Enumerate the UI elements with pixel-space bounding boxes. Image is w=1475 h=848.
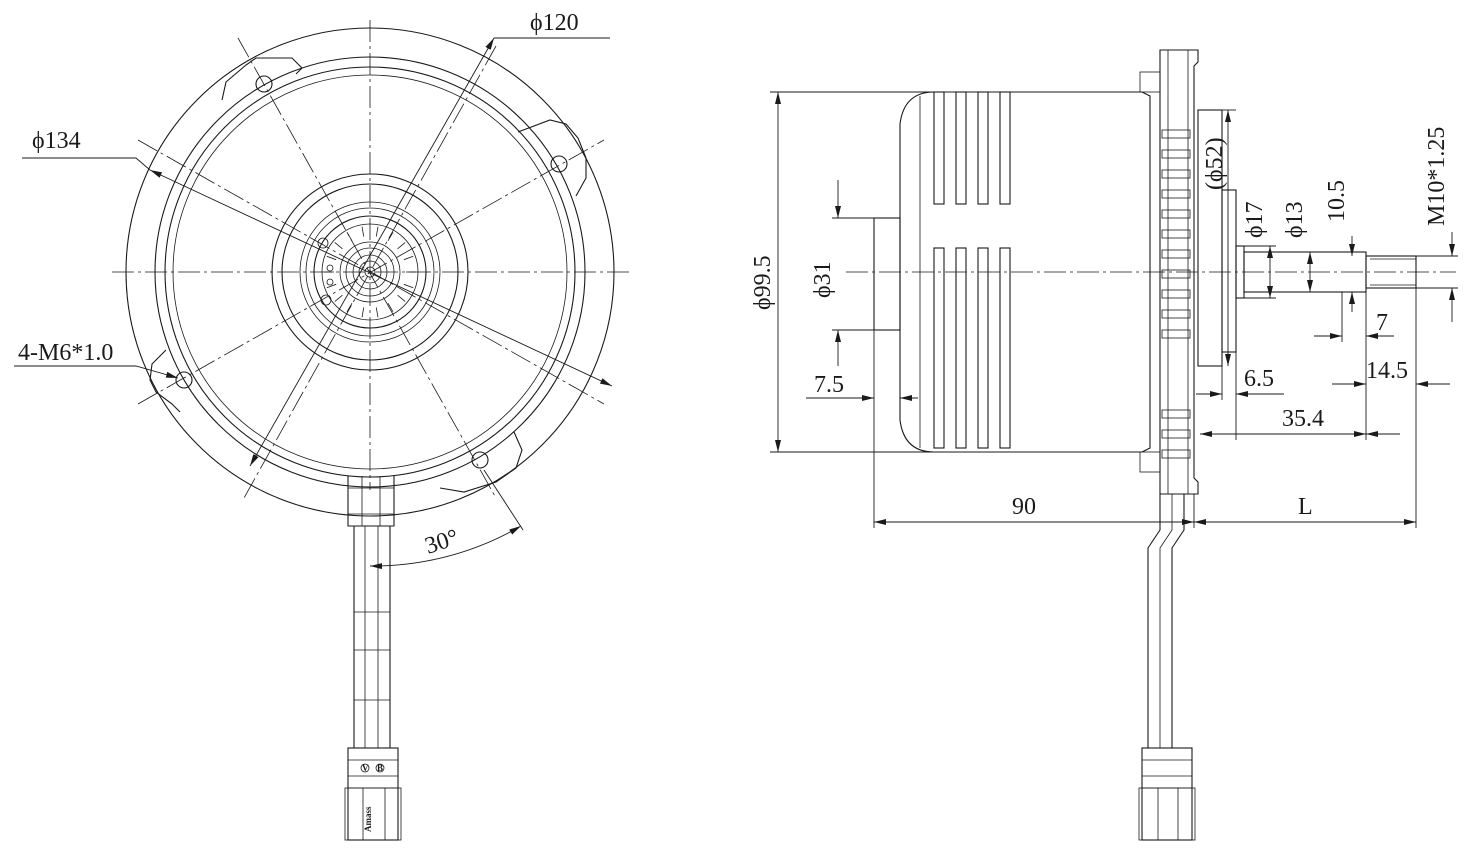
cooling-fin-lower [999,247,1011,449]
hub-screw-3 [326,278,334,286]
flange-slot [1161,169,1191,179]
mounting-tab-bottom-right [439,431,523,493]
flange-slot [1161,269,1191,279]
cable-front [353,526,391,748]
flange-slot [1161,229,1191,239]
flange-slot [1161,189,1191,199]
label-14-5: 14.5 [1366,358,1408,384]
label-dia-17: ϕ17 [1242,201,1268,238]
hub-tooth [375,226,379,237]
flange-slot [1161,309,1191,319]
hub-tooth [346,302,353,313]
shaft-thread-m10 [1365,255,1417,289]
hub-tooth [375,307,379,318]
mounting-tab-left [149,349,181,413]
flange-slot [1161,129,1191,139]
label-holes: 4-M6*1.0 [18,340,113,366]
hub-screw-4 [320,294,332,306]
leader-dia-120 [249,37,495,467]
cooling-fin-lower [977,247,989,449]
outer-flange-circle [125,27,615,517]
cable-exit-housing [347,476,395,527]
cooling-fin-upper [955,91,967,205]
label-dia-52: (ϕ52) [1202,137,1228,190]
label-7: 7 [1376,310,1388,336]
flange-slot [1161,249,1191,259]
flange-slot [1161,409,1191,419]
label-thread: M10*1.25 [1424,127,1450,226]
flange-bolt-boss-top [1139,71,1161,93]
label-dia-31: ϕ31 [810,261,836,298]
flange-slot [1161,289,1191,299]
leader-holes [14,365,179,379]
cooling-fin-upper [999,91,1011,205]
flange-bolt-boss-bottom [1139,451,1161,473]
label-90: 90 [1012,494,1036,520]
connector-label-v: V [362,763,369,773]
hub-tooth [403,255,414,261]
label-dia-120: ϕ120 [530,10,579,36]
angle-ext-line [483,469,524,531]
front-view: V B Amass ϕ120 ϕ134 4-M6*1.0 30° [14,10,632,841]
cable-side [1147,494,1185,748]
flange-slot [1161,429,1191,439]
label-35-4: 35.4 [1282,406,1324,432]
label-L: L [1298,494,1313,520]
hub-tooth [346,231,353,242]
hub-screw-2 [326,264,334,272]
cooling-fin-upper [977,91,989,205]
hub-tooth [334,294,343,302]
label-7-5: 7.5 [814,372,844,398]
connector-brand-text: Amass [363,806,373,832]
leader-dia-134-shelf [22,157,151,171]
label-6-5: 6.5 [1244,366,1274,392]
label-dia-99-5: ϕ99.5 [750,255,776,310]
rear-boss-dia-31 [873,217,901,331]
hub-tooth [397,294,406,302]
mounting-flange [1159,49,1199,495]
label-10-5: 10.5 [1324,180,1350,222]
hub-tooth [403,283,414,289]
flange-slot [1161,149,1191,159]
label-dia-13: ϕ13 [1282,201,1308,238]
hub-tooth [334,242,343,250]
flange-slot [1161,449,1191,459]
cooling-fin-upper [933,91,945,205]
hub-tooth [361,226,365,237]
cooling-fin-lower [933,247,945,449]
motor-body [899,91,1151,453]
cooling-fin-lower [955,247,967,449]
flange-slot [1161,329,1191,339]
side-view: ϕ99.5 ϕ31 7.5 90 L (ϕ52) ϕ17 ϕ13 [750,49,1458,841]
hub-tooth [361,307,365,318]
connector-front: V B Amass [344,747,402,841]
flange-slot [1161,209,1191,219]
cooling-fins [933,91,1011,449]
connector-side [1138,747,1196,841]
hub-tooth [387,231,394,242]
angle-arc-30 [369,525,522,570]
flange-step [1221,189,1237,353]
flange-slots [1161,129,1191,459]
label-dia-134: ϕ134 [32,128,81,154]
connector-label-b: B [377,763,383,773]
hub-tooth [397,242,406,250]
leader-dia-134 [149,169,613,387]
mounting-tab-top-left [221,57,303,101]
